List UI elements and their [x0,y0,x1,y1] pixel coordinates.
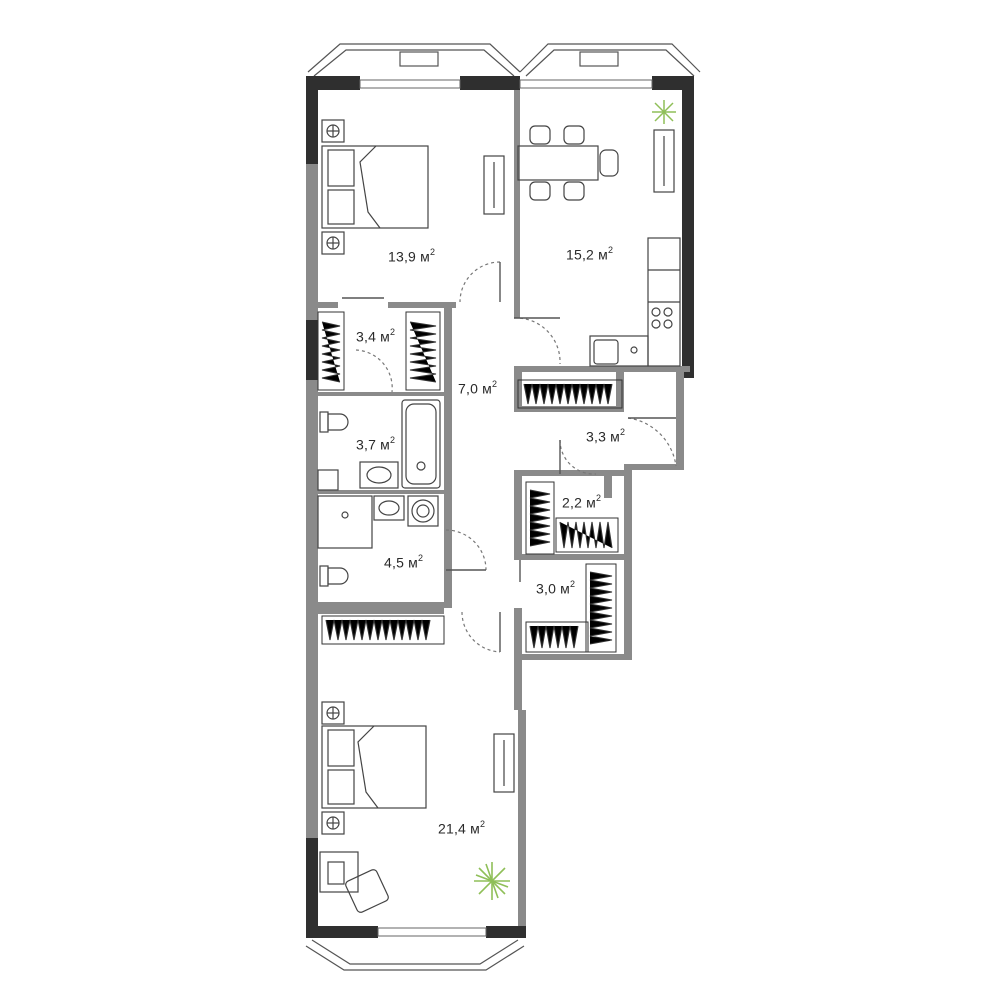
area-value: 2,2 [562,494,583,511]
area-unit: м [408,554,418,571]
area-unit: м [610,428,620,445]
area-value: 3,0 [536,580,557,597]
windows [359,79,653,937]
area-unit-exponent: 2 [569,579,576,589]
area-unit: м [380,328,390,345]
area-unit-exponent: 2 [491,379,498,389]
bedroom-2-furniture [319,701,515,913]
closet-hangers [317,311,623,653]
area-value: 3,7 [356,436,377,453]
bathroom-1-fixtures [317,399,441,491]
area-label-closet-1: 3,4 м2 [356,327,396,345]
kitchen-furniture [517,125,681,367]
kitchen-plant [652,100,676,124]
area-label-kitchen-living: 15,2 м2 [566,245,614,263]
area-value: 3,3 [586,428,607,445]
area-label-bathroom-2: 4,5 м2 [384,553,424,571]
area-unit: м [598,246,608,263]
bathroom-2-fixtures [317,495,439,587]
bedroom-2-plant [474,862,510,900]
area-label-bathroom-1: 3,7 м2 [356,435,396,453]
exterior-walls [306,76,694,938]
area-unit: м [420,248,430,265]
area-unit-exponent: 2 [479,819,486,829]
area-unit: м [482,380,492,397]
area-label-storage-1: 3,3 м2 [586,427,626,445]
area-unit-exponent: 2 [595,493,602,503]
area-unit: м [586,494,596,511]
closet-hanger-lines [321,321,613,649]
area-value: 21,4 [438,820,467,837]
top-window-bays [307,43,701,77]
area-unit-exponent: 2 [429,247,436,257]
area-value: 15,2 [566,246,595,263]
area-unit-exponent: 2 [389,435,396,445]
area-label-hallway: 7,0 м2 [458,379,498,397]
area-unit-exponent: 2 [417,553,424,563]
area-unit-exponent: 2 [607,245,614,255]
area-unit: м [380,436,390,453]
bottom-window-bay [305,939,525,971]
area-unit-exponent: 2 [619,427,626,437]
area-unit: м [560,580,570,597]
interior-walls [306,90,690,926]
bedroom-1-furniture [321,119,505,255]
area-label-closet-3: 3,0 м2 [536,579,576,597]
area-unit: м [470,820,480,837]
area-value: 7,0 [458,380,479,397]
door-leaves [342,262,676,652]
area-value: 13,9 [388,248,417,265]
area-label-closet-2: 2,2 м2 [562,493,602,511]
area-unit-exponent: 2 [389,327,396,337]
area-value: 4,5 [384,554,405,571]
area-label-bedroom-2: 21,4 м2 [438,819,486,837]
area-value: 3,4 [356,328,377,345]
area-label-bedroom-1: 13,9 м2 [388,247,436,265]
